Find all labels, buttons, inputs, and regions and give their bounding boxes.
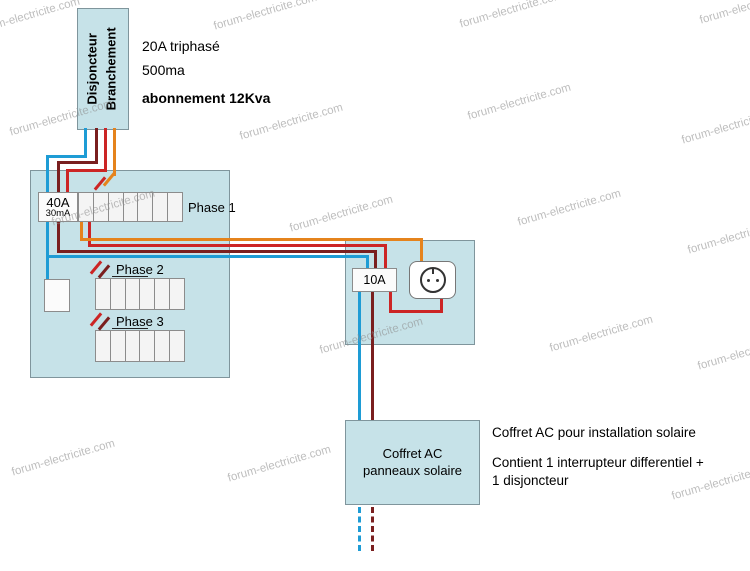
breaker-module-cell — [125, 330, 141, 362]
watermark-text: forum-electricite.com — [458, 0, 565, 31]
breaker-module-cell — [93, 192, 109, 222]
service-breaker-box — [77, 8, 129, 130]
breaker-module-cell — [168, 192, 184, 222]
breaker-module-cell — [110, 330, 126, 362]
watermark-text: forum-electricite.com — [548, 313, 655, 355]
wire-maroon-dashed-segment — [371, 507, 374, 551]
breaker-10a-module: 10A — [352, 268, 397, 292]
note-detail-line1: Contient 1 interrupteur differentiel + — [492, 455, 704, 470]
breaker-module-cell — [155, 278, 171, 310]
ac-coffret-label-line1: Coffret AC — [382, 446, 443, 462]
wire-blue-segment — [46, 222, 49, 280]
wire-orange-segment — [80, 222, 83, 238]
breaker-module-cell — [108, 192, 124, 222]
note-detail-line2: 1 disjoncteur — [492, 473, 569, 488]
service-breaker-label-line2: Branchement — [104, 27, 120, 111]
spec-subscription: abonnement 12Kva — [142, 90, 271, 106]
wire-orange-segment — [113, 128, 116, 176]
watermark-text: forum-electricite.com — [288, 193, 395, 235]
wire-red-segment — [389, 310, 443, 313]
wire-orange-segment — [420, 238, 423, 262]
wire-red-segment — [440, 299, 443, 313]
watermark-text: forum-electricite.com — [238, 101, 345, 143]
rcd-sensitivity: 30mA — [45, 207, 71, 219]
ac-socket — [409, 261, 456, 299]
breaker-module-cell — [170, 278, 185, 310]
breaker-10a-rating: 10A — [363, 273, 386, 287]
wire-maroon-segment — [95, 128, 98, 164]
watermark-text: forum-electricite.com — [686, 215, 750, 257]
wire-blue-segment — [366, 255, 369, 268]
wire-red-segment — [88, 222, 91, 244]
phase1-label: Phase 1 — [188, 200, 236, 215]
wire-blue-dashed-segment — [358, 507, 361, 551]
wire-blue-segment — [46, 255, 368, 258]
phase3-breaker-row — [95, 330, 185, 362]
phase2-differential-module — [44, 279, 70, 312]
socket-hole-right-icon — [435, 279, 439, 282]
service-breaker-label: Disjoncteur Branchement — [77, 8, 129, 130]
phase3-leader-line — [112, 328, 148, 329]
note-title: Coffret AC pour installation solaire — [492, 425, 696, 440]
wire-blue-segment — [46, 155, 49, 192]
wire-maroon-segment — [57, 222, 60, 253]
wire-blue-segment — [358, 292, 361, 420]
wire-red-segment — [389, 292, 392, 312]
watermark-text: forum-electricite.com — [696, 331, 750, 373]
breaker-module-cell — [123, 192, 139, 222]
breaker-module-cell — [125, 278, 141, 310]
breaker-module-cell — [140, 278, 156, 310]
breaker-module-cell — [155, 330, 171, 362]
watermark-text: forum-electricite.com — [516, 187, 623, 229]
service-breaker-label-line1: Disjoncteur — [85, 33, 101, 105]
phase3-label: Phase 3 — [116, 314, 164, 329]
socket-hole-left-icon — [426, 279, 430, 282]
wire-red-segment — [88, 244, 386, 247]
breaker-module-cell — [170, 330, 185, 362]
watermark-text: forum-electricite.com — [466, 81, 573, 123]
watermark-text: forum-electricite.com — [212, 0, 319, 33]
watermark-text: forum-electricite.com — [680, 105, 750, 147]
phase2-leader-line — [112, 276, 148, 277]
breaker-module-cell — [140, 330, 156, 362]
phase1-breaker-row — [78, 192, 184, 222]
wire-red-segment — [66, 169, 69, 192]
wire-maroon-segment — [374, 250, 377, 268]
phase2-label: Phase 2 — [116, 262, 164, 277]
wire-maroon-segment — [57, 161, 98, 164]
breaker-module-cell — [95, 278, 111, 310]
watermark-text: forum-electricite.com — [0, 0, 82, 37]
watermark-text: forum-electricite.com — [10, 437, 117, 479]
rcd-40a-module: 40A 30mA — [38, 192, 78, 222]
socket-outline-icon — [419, 267, 446, 293]
ac-coffret-label-line2: panneaux solaire — [362, 462, 463, 478]
wire-red-segment — [104, 128, 107, 172]
ac-coffret-box: Coffret AC panneaux solaire — [345, 420, 480, 505]
wire-maroon-segment — [57, 250, 377, 253]
spec-current: 20A triphasé — [142, 38, 220, 54]
watermark-text: forum-electricite.com — [226, 443, 333, 485]
wire-red-segment — [384, 244, 387, 268]
wire-blue-segment — [84, 128, 87, 158]
breaker-module-cell — [78, 192, 94, 222]
breaker-module-cell — [153, 192, 169, 222]
breaker-module-cell — [110, 278, 126, 310]
wire-red-segment — [66, 169, 107, 172]
phase2-breaker-row — [95, 278, 185, 310]
wire-blue-segment — [46, 155, 87, 158]
breaker-module-cell — [138, 192, 154, 222]
socket-earth-pin-icon — [431, 269, 434, 274]
spec-differential: 500ma — [142, 62, 185, 78]
breaker-module-cell — [95, 330, 111, 362]
wire-maroon-segment — [57, 161, 60, 192]
wire-maroon-segment — [371, 292, 374, 420]
rcd-rating: 40A — [46, 194, 70, 210]
wire-orange-segment — [80, 238, 422, 241]
watermark-text: forum-electricite.com — [698, 0, 750, 27]
